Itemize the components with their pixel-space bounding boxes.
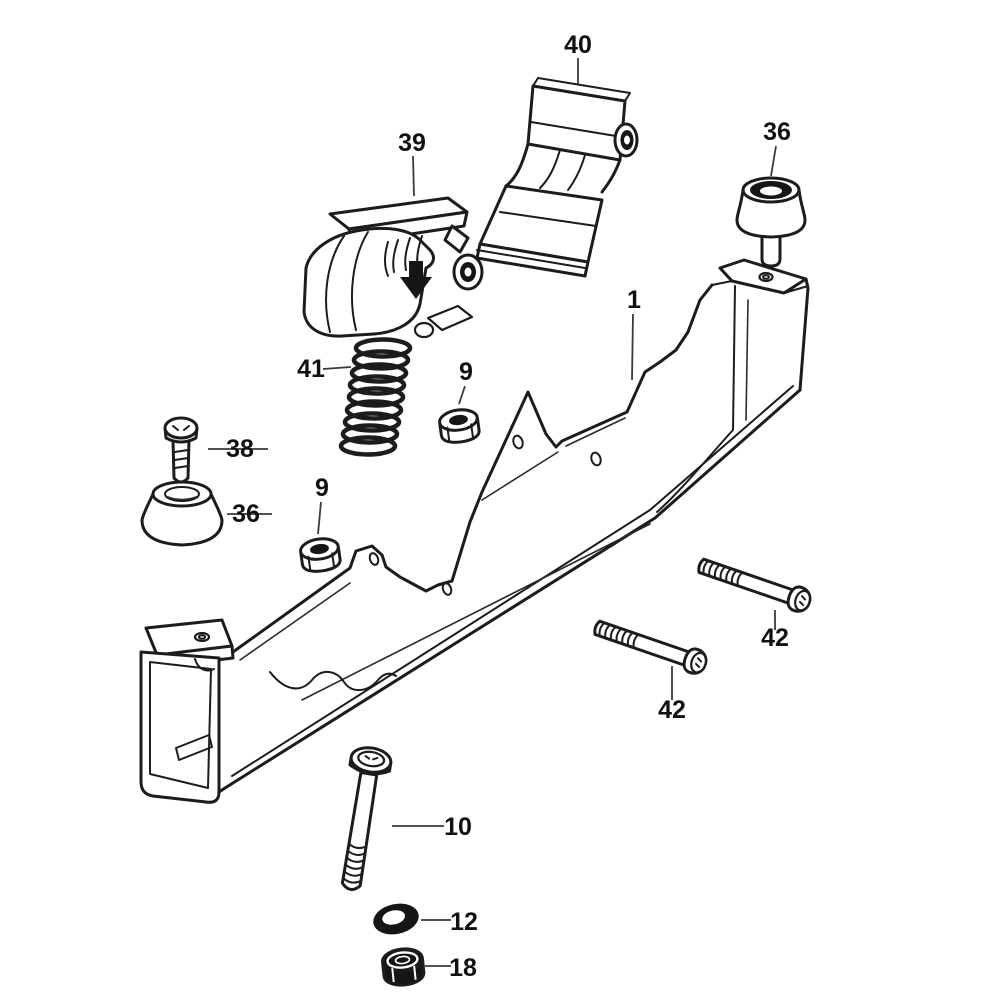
part-42-bolt-left	[590, 614, 711, 678]
leader-39	[412, 155, 415, 197]
part-12-washer	[373, 903, 419, 935]
leader-1	[631, 313, 634, 381]
part-42-bolt-right	[694, 552, 815, 616]
leader-41	[322, 366, 352, 370]
part-1-channel-frame	[139, 258, 810, 804]
callout-40: 40	[564, 31, 592, 59]
callout-1: 1	[627, 286, 641, 314]
callout-42-left: 42	[658, 696, 686, 724]
callout-9-lower: 9	[315, 474, 329, 502]
leader-lines	[208, 58, 777, 967]
part-10-long-bolt	[340, 746, 393, 891]
part-36-foot-left	[140, 480, 224, 547]
leader-9-upper	[458, 385, 466, 405]
part-41-spring	[338, 337, 413, 457]
part-40-clamp-strap	[475, 77, 639, 278]
callout-36-left: 36	[232, 500, 260, 528]
callout-9-upper: 9	[459, 358, 473, 386]
callout-12: 12	[450, 908, 478, 936]
callout-38: 38	[226, 435, 254, 463]
callout-39: 39	[398, 129, 426, 157]
leader-36-right	[770, 145, 777, 177]
callout-18: 18	[449, 954, 477, 982]
part-39-clamp-body	[302, 196, 484, 339]
callout-36-right: 36	[763, 118, 791, 146]
part-9-nut-lower	[297, 534, 343, 575]
leader-9-lower	[317, 501, 322, 535]
part-38-screw	[163, 416, 199, 484]
part-9-nut-upper	[436, 405, 482, 446]
callout-labels: 40 39 36 1 41 9 38 36 9 42 42 10 12 18	[226, 31, 791, 982]
part-36-foot-right	[735, 176, 807, 268]
callout-41: 41	[297, 355, 325, 383]
callout-10: 10	[444, 813, 472, 841]
part-18-nut	[381, 947, 426, 987]
callout-42-right: 42	[761, 624, 789, 652]
